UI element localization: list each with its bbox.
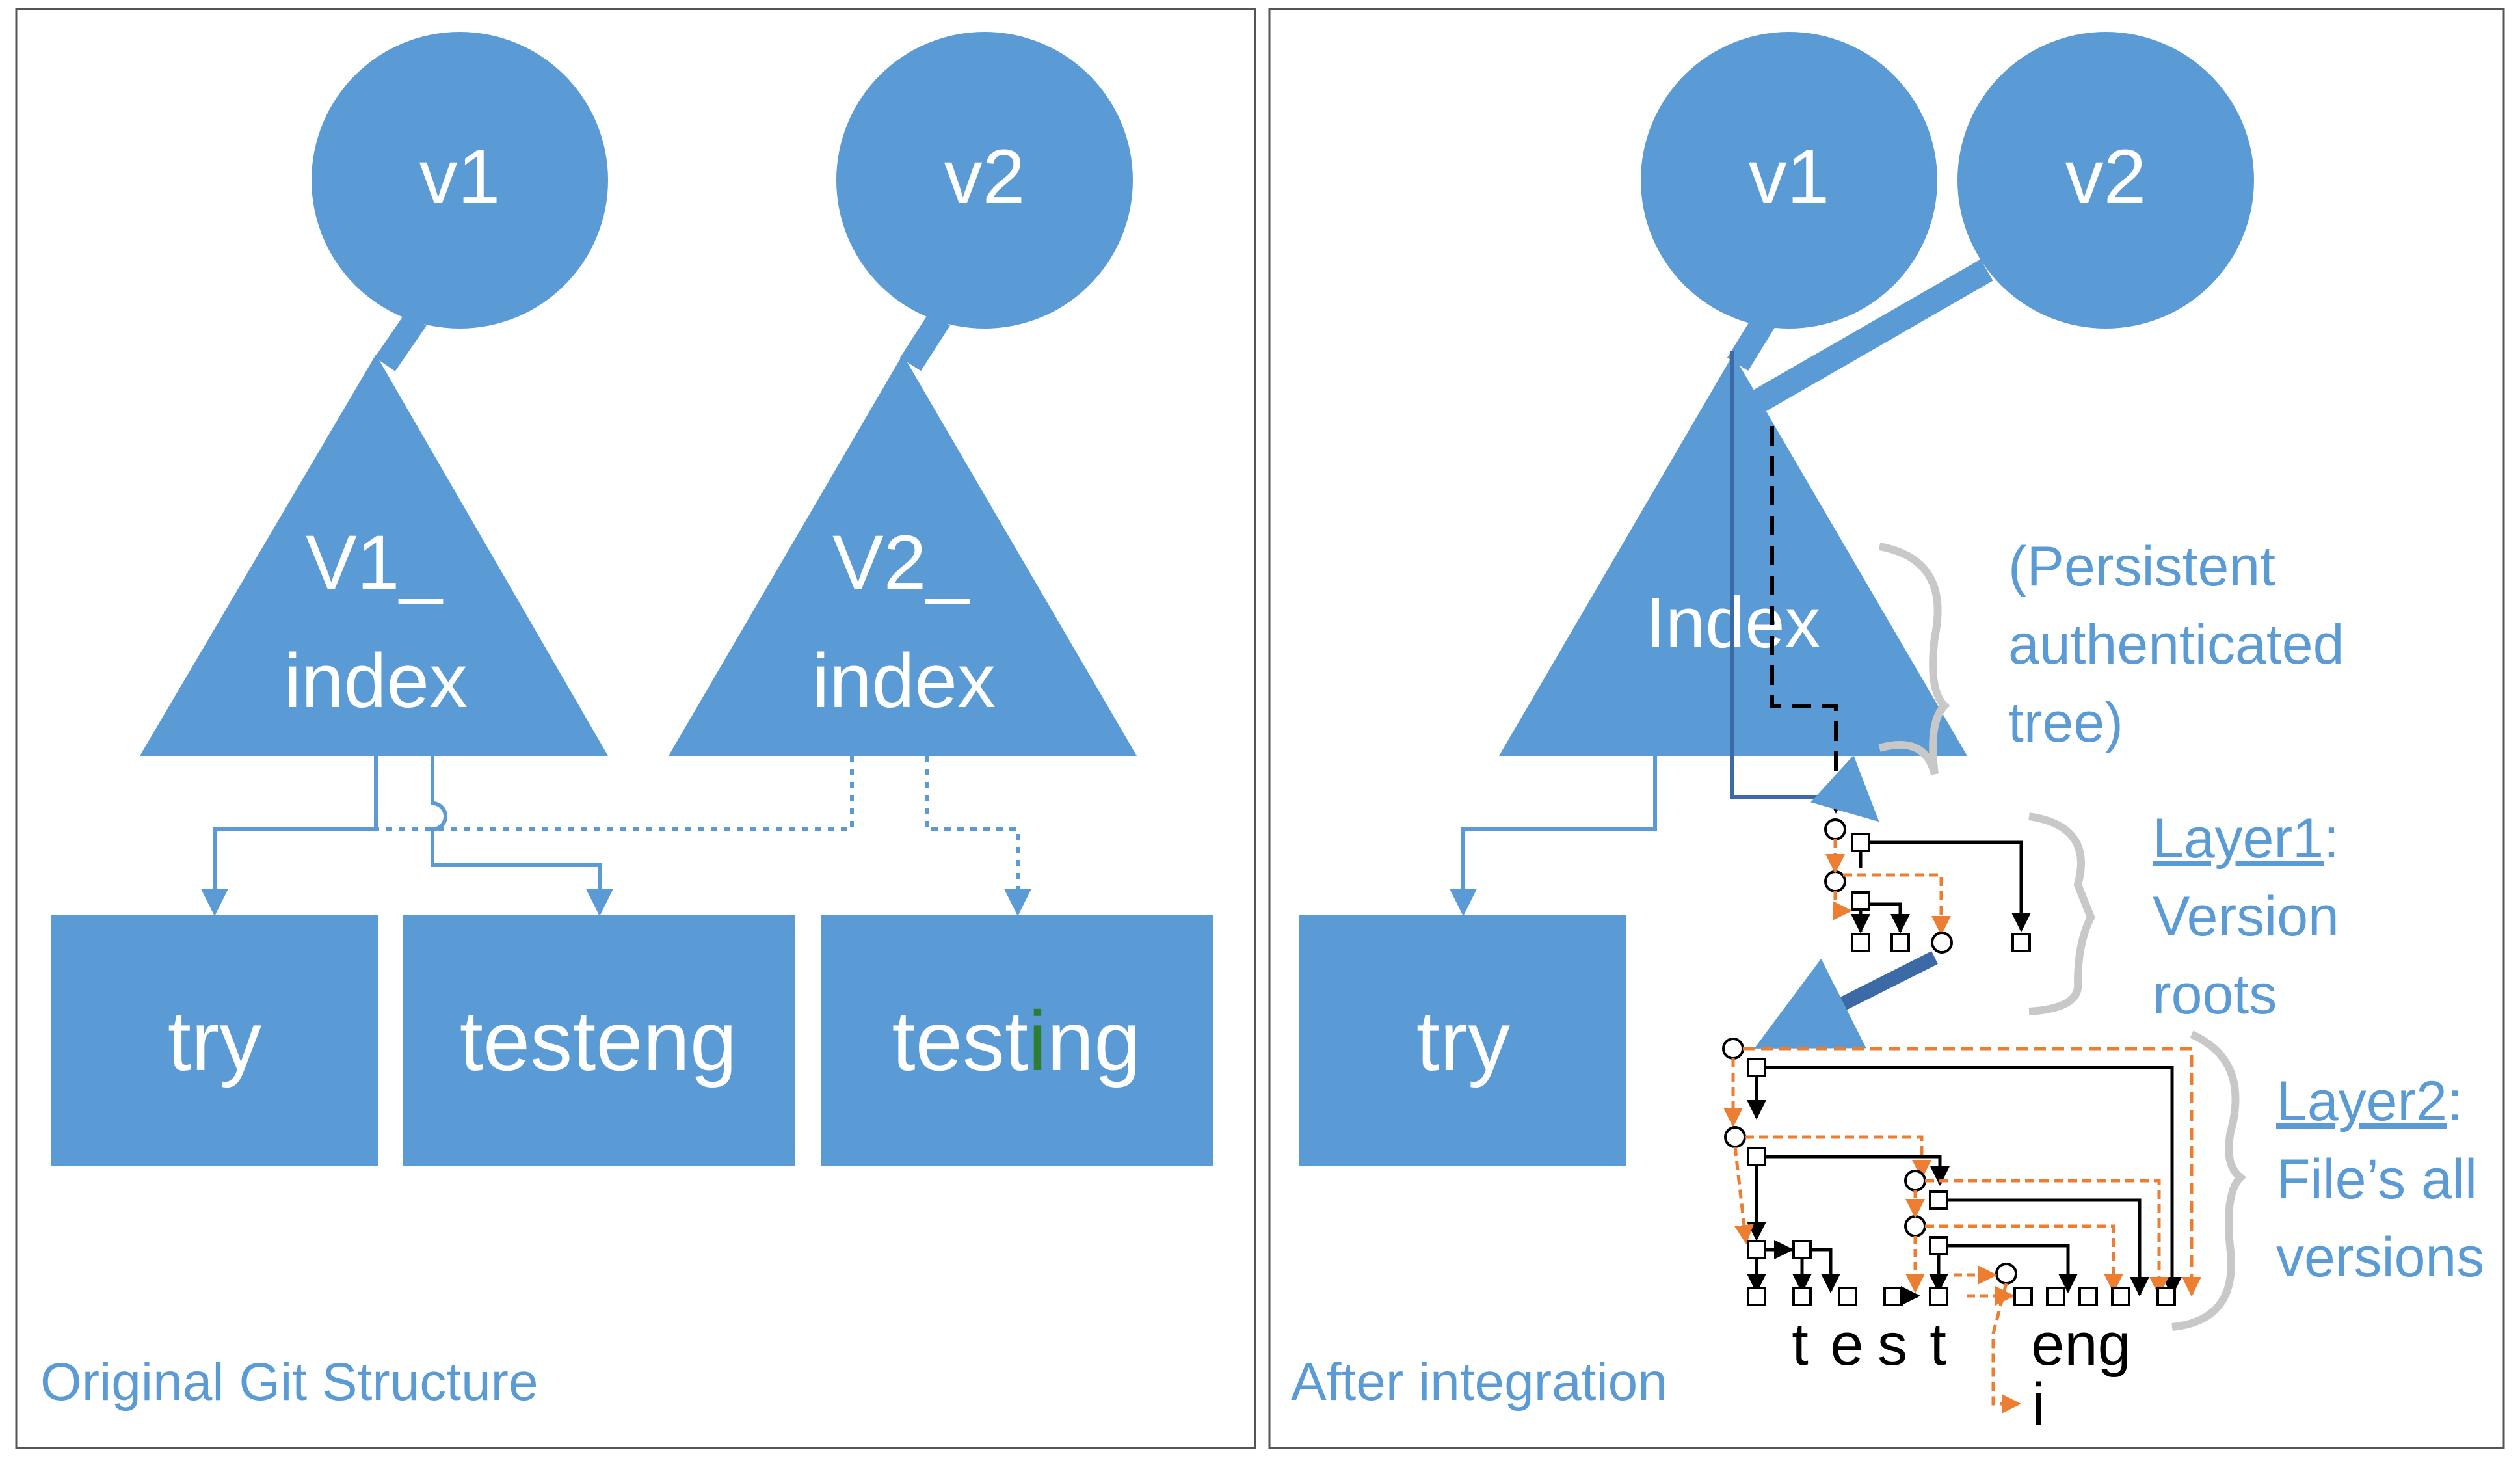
layer2-line3: versions <box>2276 1226 2484 1289</box>
layer2-structure <box>1722 1038 2201 1414</box>
right-file-box-try <box>1299 915 1626 1166</box>
layer2-title: Layer2: <box>2276 1070 2463 1133</box>
layer2-line2: File’s all <box>2276 1148 2477 1211</box>
brace-layer1 <box>2028 812 2095 1015</box>
note-pat-line3: tree) <box>2008 691 2123 754</box>
v1-node <box>312 32 608 329</box>
leaf-letter-i: i <box>2032 1371 2045 1438</box>
v2-link <box>900 312 950 371</box>
file-box-testing <box>821 915 1213 1166</box>
right-v1-node-label: v1 <box>1749 134 1830 220</box>
v2-index-label-line1: V2_ <box>832 520 970 606</box>
v2-node <box>836 32 1133 329</box>
index-to-layer1-arrow <box>1810 755 1879 822</box>
v2-index-triangle <box>669 355 1137 756</box>
right-v1-node <box>1641 32 1937 329</box>
file-box-try <box>51 915 378 1166</box>
leaf-letter-e: e <box>1830 1311 1863 1378</box>
right-caption: After integration <box>1291 1352 1667 1412</box>
brace-persistent-tree <box>1878 543 1950 775</box>
edge-index-try <box>1450 756 1657 917</box>
layer1-line2: Version <box>2153 885 2339 948</box>
note-pat-line1: (Persistent <box>2008 535 2275 598</box>
right-file-box-try-label: try <box>1416 993 1510 1088</box>
v1-index-label-line2: index <box>284 638 468 724</box>
highlighted-letter-i: i <box>1028 993 1047 1088</box>
leaf-letters-eng: eng <box>2031 1311 2131 1378</box>
file-box-try-label: try <box>168 993 261 1088</box>
layer1-to-layer2-arrow <box>1754 951 1938 1049</box>
edge-v1-testeng <box>431 756 613 917</box>
layer1-line3: roots <box>2153 963 2277 1026</box>
leaf-letter-s: s <box>1877 1311 1907 1378</box>
left-caption: Original Git Structure <box>40 1352 538 1412</box>
file-box-testeng <box>403 915 795 1166</box>
layer1-title: Layer1: <box>2153 807 2339 870</box>
v2-to-index-link <box>1743 259 1993 418</box>
leaf-letter-t: t <box>1792 1311 1809 1378</box>
file-box-testeng-label: testeng <box>460 993 737 1088</box>
layer1-structure <box>1824 818 2031 954</box>
edge-v2-testing <box>925 756 1031 917</box>
v1-to-index-link <box>1727 312 1777 371</box>
v2-node-label: v2 <box>944 134 1026 220</box>
right-v2-node <box>1957 32 2254 329</box>
note-pat-line2: authenticated <box>2008 613 2344 676</box>
v1-link <box>375 312 427 371</box>
v1-index-label-line1: V1_ <box>306 520 443 606</box>
edge-v2-try <box>215 756 854 831</box>
right-v2-node-label: v2 <box>2065 134 2147 220</box>
brace-layer2 <box>2171 1030 2246 1331</box>
v1-index-triangle <box>140 355 608 756</box>
v2-index-label-line2: index <box>812 638 996 724</box>
v1-node-label: v1 <box>419 134 501 220</box>
file-box-testing-label: testing <box>892 993 1141 1088</box>
leaf-letter-t2: t <box>1930 1311 1946 1378</box>
